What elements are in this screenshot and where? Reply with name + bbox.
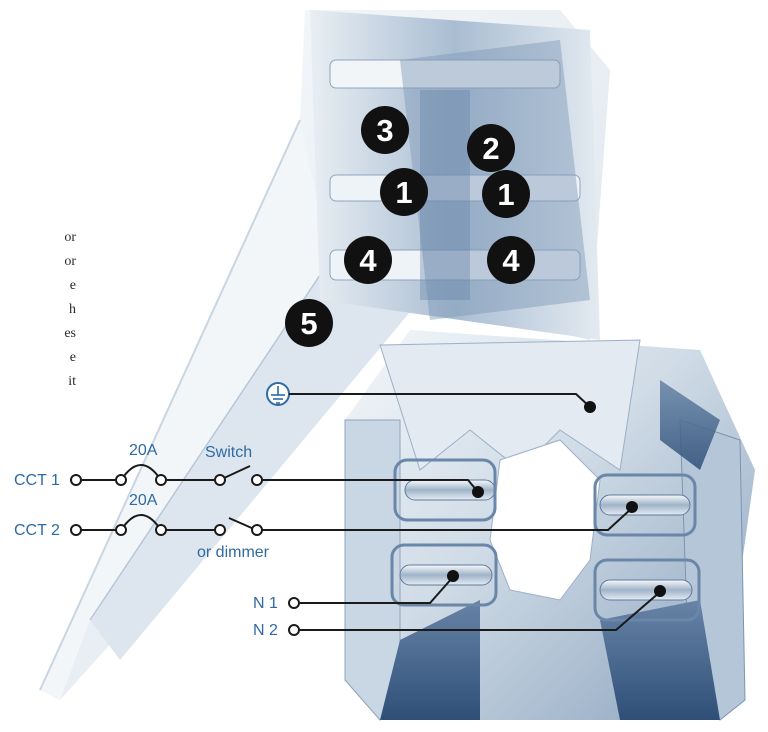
body-text-fragment: es (64, 326, 76, 341)
cct2-wire (262, 507, 633, 531)
n1-wire (299, 576, 454, 604)
far-groove (420, 90, 470, 300)
svg-text:1: 1 (497, 177, 514, 212)
badge-4-left: 4 (344, 236, 392, 284)
badge-1-left: 1 (380, 168, 428, 216)
top-shadow (660, 380, 720, 470)
body-text-fragment: h (69, 302, 76, 317)
svg-text:5: 5 (300, 306, 317, 341)
cct1-terminal (472, 486, 484, 498)
conductor-cct2 (599, 494, 691, 516)
terminal (251, 474, 263, 486)
n2-wire (299, 591, 661, 631)
track-highlight (40, 120, 330, 700)
badge-1-right: 1 (482, 170, 530, 218)
terminal (288, 597, 300, 609)
terminal (115, 524, 127, 536)
switch-label: Switch (205, 444, 252, 461)
terminal (155, 524, 167, 536)
cct2-label: CCT 2 (14, 522, 60, 539)
track-side (90, 260, 420, 660)
switch-blade (223, 465, 251, 479)
circuit-cct2: CCT 2 20A or dimmer (14, 492, 638, 561)
cct2-terminal (626, 501, 638, 513)
n2-label: N 2 (253, 622, 278, 639)
ground-terminal (584, 401, 596, 413)
body-text-fragment: e (69, 350, 76, 365)
body-text-fragment: e (69, 278, 76, 293)
dimmer-label: or dimmer (197, 544, 270, 561)
conductor-n2 (599, 579, 693, 601)
insulator (593, 558, 701, 622)
terminal (155, 474, 167, 486)
dimmer-blade (228, 517, 255, 530)
terminal (70, 524, 82, 536)
insulator (390, 543, 498, 607)
terminal (214, 474, 226, 486)
terminal (288, 624, 300, 636)
body-text-fragment: it (68, 374, 76, 389)
svg-text:3: 3 (376, 113, 393, 148)
badge-5: 5 (285, 299, 333, 347)
cct1-label: CCT 1 (14, 472, 60, 489)
track-edge (39, 119, 301, 691)
terminal (115, 474, 127, 486)
track-cross-section (344, 330, 755, 721)
neutral-n1: N 1 (253, 570, 459, 612)
far-channel (329, 59, 561, 89)
insulator (593, 473, 697, 537)
circuit-cct1: CCT 1 20A Switch (14, 442, 484, 498)
conductor-n1 (399, 564, 493, 586)
body-text-fragment: or (64, 230, 76, 245)
badge-2: 2 (467, 124, 515, 172)
n1-label: N 1 (253, 595, 278, 612)
svg-text:1: 1 (395, 175, 412, 210)
breaker-20a-1 (123, 464, 159, 477)
n2-terminal (654, 585, 666, 597)
badge-4-right: 4 (487, 236, 535, 284)
terminal (214, 524, 226, 536)
badge-3: 3 (361, 106, 409, 154)
insulator (393, 458, 497, 522)
terminal (251, 524, 263, 536)
body-text-fragment: or (64, 254, 76, 269)
ground-lead (266, 382, 596, 413)
svg-text:2: 2 (482, 131, 499, 166)
breaker-rating-label: 20A (129, 442, 158, 459)
n1-terminal (447, 570, 459, 582)
track-far-profile (310, 10, 600, 340)
bottom-shadow (600, 600, 720, 720)
breaker-20a-2 (123, 514, 159, 527)
neutral-n2: N 2 (253, 585, 666, 639)
ground-wire (289, 393, 591, 408)
ground-rib (379, 339, 641, 471)
svg-text:4: 4 (502, 243, 520, 278)
terminal (70, 474, 82, 486)
breaker-rating-label: 20A (129, 492, 158, 509)
svg-text:4: 4 (359, 243, 377, 278)
